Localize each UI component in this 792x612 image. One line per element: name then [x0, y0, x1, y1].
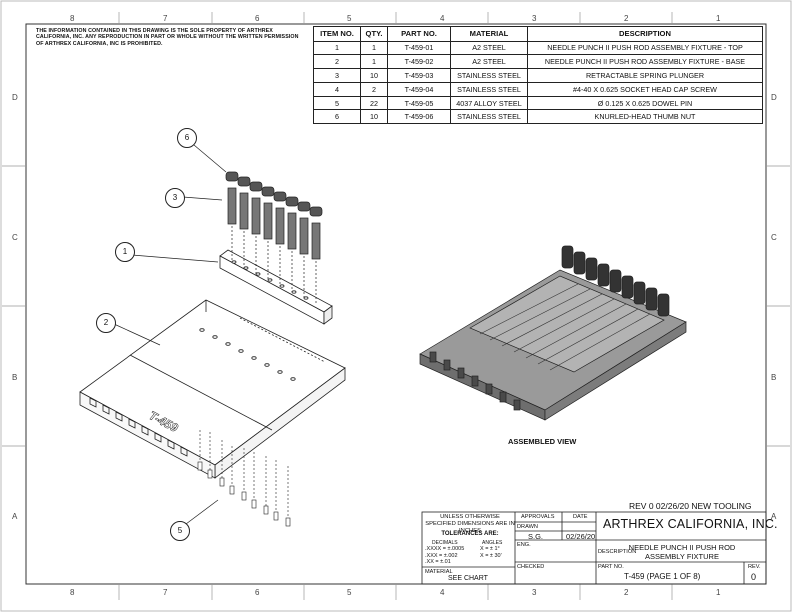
tolerance-decimals-label: DECIMALS	[432, 540, 458, 546]
zone-bottom-5: 5	[347, 588, 352, 597]
balloon-item-1: 1	[115, 242, 135, 262]
material-label: MATERIAL	[425, 569, 453, 575]
bom-cell-item: 6	[313, 109, 361, 125]
zone-bottom-4: 4	[440, 588, 445, 597]
tolerance-decimal-3: .XX = ±.01	[425, 559, 451, 565]
tolerance-decimal-3-text: .XX = ±.01	[425, 559, 451, 565]
rev-value: 0	[751, 572, 757, 582]
material-value: SEE CHART	[448, 575, 488, 582]
tolerance-decimal-2: .XXX = ±.002	[425, 553, 458, 559]
balloon-item-5: 5	[170, 521, 190, 541]
bom-cell-qty: 10	[360, 109, 388, 125]
rev-label: REV.	[748, 564, 761, 570]
zone-bottom-3: 3	[532, 588, 537, 597]
tolerance-decimal-1-text: .XXXX = ±.0005	[425, 546, 465, 552]
zone-left-a: A	[12, 512, 18, 521]
zone-top-2: 2	[624, 14, 629, 23]
tolerance-decimal-1: .XXXX = ±.0005	[425, 546, 464, 553]
assembled-view-drawing	[419, 245, 687, 421]
plunger-stack-drawing	[225, 171, 323, 304]
revision-note: REV 0 02/26/20 NEW TOOLING	[629, 501, 752, 511]
tolerance-angle-1: X = ± 1°	[480, 546, 500, 552]
bom-cell-part: T-459-06	[387, 109, 451, 125]
eng-label: ENG.	[517, 542, 531, 548]
zone-top-5: 5	[347, 14, 352, 23]
tolerance-angle-2: X = ± 30'	[480, 552, 502, 559]
bom-cell-description: KNURLED-HEAD THUMB NUT	[527, 109, 763, 125]
zone-bottom-6: 6	[255, 588, 260, 597]
zone-left-b: B	[12, 373, 18, 382]
bom-row: 4 2 T-459-04 STAINLESS STEEL #4-40 X 0.6…	[313, 81, 763, 97]
balloon-item-6: 6	[177, 128, 197, 148]
bom-row: 1 1 T-459-01 A2 STEEL NEEDLE PUNCH II PU…	[313, 40, 763, 56]
proprietary-notice: THE INFORMATION CONTAINED IN THIS DRAWIN…	[36, 28, 299, 47]
assembled-view-label: ASSEMBLED VIEW	[508, 437, 577, 446]
bom-row: 6 10 T-459-06 STAINLESS STEEL KNURLED-HE…	[313, 109, 763, 125]
zone-top-4: 4	[440, 14, 445, 23]
zone-top-3: 3	[532, 14, 537, 23]
company-name: ARTHREX CALIFORNIA, INC.	[603, 517, 778, 531]
part-no-label: PART NO.	[598, 564, 624, 570]
part-number: T-459 (PAGE 1 OF 8)	[624, 572, 701, 581]
zone-bottom-2: 2	[624, 588, 629, 597]
zone-right-d: D	[771, 93, 777, 102]
base-plate-drawing: T-459	[79, 299, 346, 479]
drawing-description-line-1: NEEDLE PUNCH II PUSH ROD	[628, 543, 736, 552]
dowel-pins-drawing	[197, 430, 291, 527]
zone-left-d: D	[12, 93, 18, 102]
drawn-by: S.G.	[528, 532, 544, 541]
approvals-label: APPROVALS	[521, 514, 555, 520]
drawing-description-line-2: ASSEMBLY FIXTURE	[645, 552, 719, 561]
zone-top-8: 8	[70, 14, 75, 23]
zone-bottom-1: 1	[716, 588, 721, 597]
drawn-label: DRAWN	[517, 523, 538, 530]
balloon-item-2: 2	[96, 313, 116, 333]
zone-bottom-7: 7	[163, 588, 168, 597]
zone-right-a: A	[771, 512, 777, 521]
zone-right-b: B	[771, 373, 777, 382]
zone-top-1: 1	[716, 14, 721, 23]
tolerance-title: TOLERANCES ARE:	[441, 531, 499, 537]
zone-right-c: C	[771, 233, 777, 242]
checked-label: CHECKED	[517, 564, 545, 570]
tolerance-decimal-2-text: .XXX = ±.002	[425, 552, 458, 559]
drawing-description: NEEDLE PUNCH II PUSH ROD ASSEMBLY FIXTUR…	[598, 543, 766, 561]
tolerance-header: UNLESS OTHERWISE SPECIFIED DIMENSIONS AR…	[425, 514, 515, 534]
zone-bottom-8: 8	[70, 588, 75, 597]
balloon-leaders	[113, 144, 227, 525]
zone-left-c: C	[12, 233, 18, 242]
drawn-date: 02/26/20	[566, 532, 596, 541]
zone-top-7: 7	[163, 14, 168, 23]
description-label: DESCRIPTION	[598, 549, 637, 555]
date-label: DATE	[573, 514, 588, 520]
tolerance-angles-label: ANGLES	[482, 540, 503, 546]
balloon-item-3: 3	[165, 188, 185, 208]
bom-row: 3 10 T-459-03 STAINLESS STEEL RETRACTABL…	[313, 68, 763, 83]
zone-top-6: 6	[255, 14, 260, 23]
bill-of-materials: ITEM NO. QTY. PART NO. MATERIAL DESCRIPT…	[313, 26, 763, 125]
